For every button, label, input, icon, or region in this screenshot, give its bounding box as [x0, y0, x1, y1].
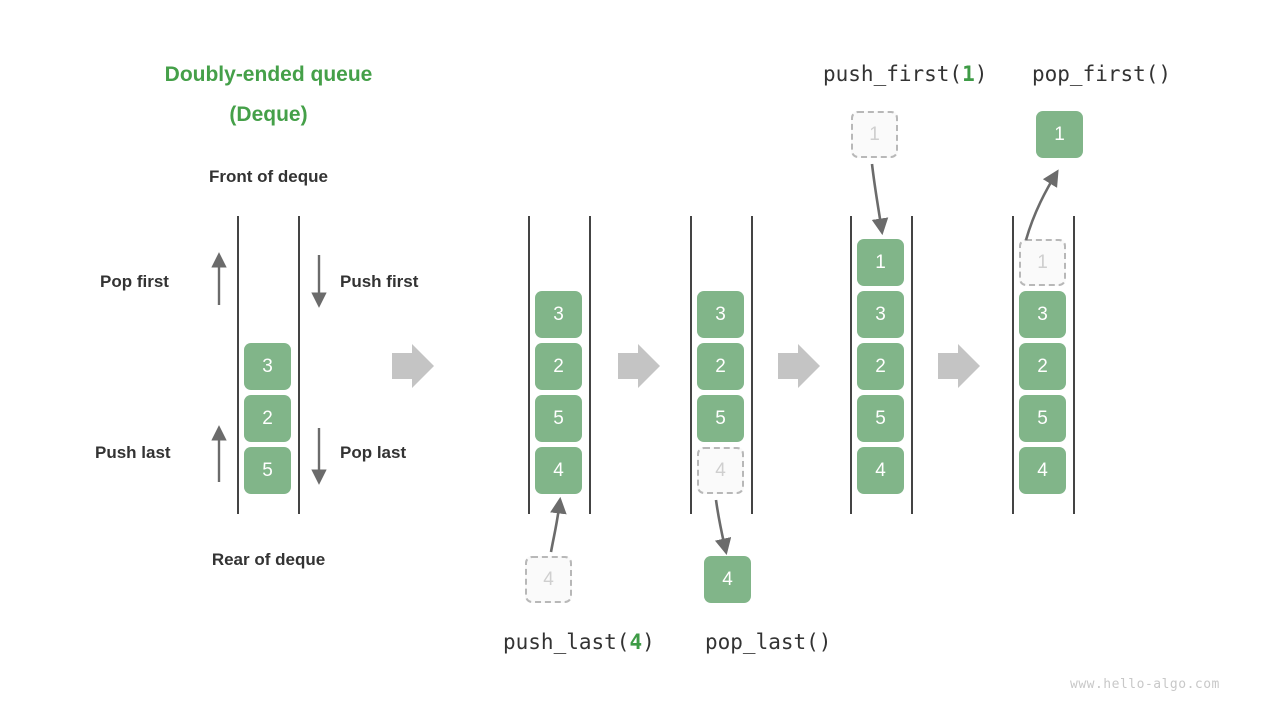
deque-column-before-pop-last: 3 2 5 4 — [697, 216, 744, 514]
deque-cell-after-push-first-4: 4 — [857, 447, 904, 494]
floating-cell-push-last-source-box: 4 — [525, 556, 572, 603]
deque-cell-after-push-first-1: 3 — [857, 291, 904, 338]
floating-cell-pop-first-result-box: 1 — [1036, 111, 1083, 158]
transition-arrow-2 — [618, 344, 660, 388]
legend-push-first: Push first — [340, 272, 419, 291]
floating-cell-push-first-source-box: 1 — [851, 111, 898, 158]
deque-cell-before-pop-first-2: 2 — [1019, 343, 1066, 390]
legend-pop-first: Pop first — [100, 272, 169, 291]
deque-cell-after-push-last-0: 3 — [535, 291, 582, 338]
deque-cell-base-deque-2: 5 — [244, 447, 291, 494]
op-pop-first-caption: pop_first() — [1032, 62, 1172, 86]
op-push-last-suffix: ) — [642, 630, 655, 654]
deque-cell-base-deque-1: 2 — [244, 395, 291, 442]
op-push-last-prefix: push_last( — [503, 630, 630, 654]
page-title-line2: (Deque) — [229, 103, 308, 126]
rail-left-after-push-last — [528, 216, 530, 514]
front-of-deque-label: Front of deque — [209, 167, 328, 186]
op-pop-last-caption: pop_last() — [705, 630, 832, 654]
page-title-line1: Doubly-ended queue — [164, 63, 373, 86]
floating-cell-pop-last-result-box: 4 — [704, 556, 751, 603]
deque-cell-before-pop-first-0: 1 — [1019, 239, 1066, 286]
legend-pop-last: Pop last — [340, 443, 407, 462]
deque-cell-after-push-last-1: 2 — [535, 343, 582, 390]
floating-cell-pop-last-result: 4 — [704, 556, 751, 603]
deque-cell-after-push-first-2: 2 — [857, 343, 904, 390]
deque-cell-after-push-first-3: 5 — [857, 395, 904, 442]
rail-right-base-deque — [298, 216, 300, 514]
floating-cell-pop-first-result: 1 — [1036, 111, 1083, 158]
deque-cell-after-push-last-2: 5 — [535, 395, 582, 442]
rail-right-after-push-last — [589, 216, 591, 514]
floating-cell-push-last-source: 4 — [525, 556, 572, 603]
rail-left-base-deque — [237, 216, 239, 514]
transition-arrow-1 — [392, 344, 434, 388]
transition-arrow-4 — [938, 344, 980, 388]
deque-cell-before-pop-first-3: 5 — [1019, 395, 1066, 442]
op-push-first-suffix: ) — [974, 62, 988, 86]
rail-left-before-pop-first — [1012, 216, 1014, 514]
deque-column-before-pop-first: 1 3 2 5 4 — [1019, 216, 1066, 514]
rail-right-after-push-first — [911, 216, 913, 514]
rail-right-before-pop-first — [1073, 216, 1075, 514]
rail-left-after-push-first — [850, 216, 852, 514]
deque-cell-before-pop-first-4: 4 — [1019, 447, 1066, 494]
deque-column-after-push-first: 1 3 2 5 4 — [857, 216, 904, 514]
deque-cell-before-pop-last-3: 4 — [697, 447, 744, 494]
deque-cell-before-pop-last-0: 3 — [697, 291, 744, 338]
deque-cell-after-push-first-0: 1 — [857, 239, 904, 286]
legend-push-last: Push last — [95, 443, 171, 462]
op-push-first-arg: 1 — [962, 62, 975, 86]
deque-cell-before-pop-first-1: 3 — [1019, 291, 1066, 338]
deque-cell-after-push-last-3: 4 — [535, 447, 582, 494]
rail-left-before-pop-last — [690, 216, 692, 514]
deque-cell-before-pop-last-1: 2 — [697, 343, 744, 390]
deque-cell-before-pop-last-2: 5 — [697, 395, 744, 442]
op-push-last-caption: push_last(4) — [503, 629, 655, 655]
rear-of-deque-label: Rear of deque — [211, 550, 326, 569]
deque-cell-base-deque-0: 3 — [244, 343, 291, 390]
rail-right-before-pop-last — [751, 216, 753, 514]
floating-cell-push-first-source: 1 — [851, 111, 898, 158]
transition-arrow-3 — [778, 344, 820, 388]
deque-column-base: 3 2 5 — [244, 216, 291, 514]
op-push-last-arg: 4 — [629, 630, 643, 654]
op-push-first-caption: push_first(1) — [823, 61, 987, 87]
op-push-first-prefix: push_first( — [823, 62, 963, 86]
deque-column-after-push-last: 3 2 5 4 — [535, 216, 582, 514]
watermark: www.hello-algo.com — [1070, 677, 1220, 692]
